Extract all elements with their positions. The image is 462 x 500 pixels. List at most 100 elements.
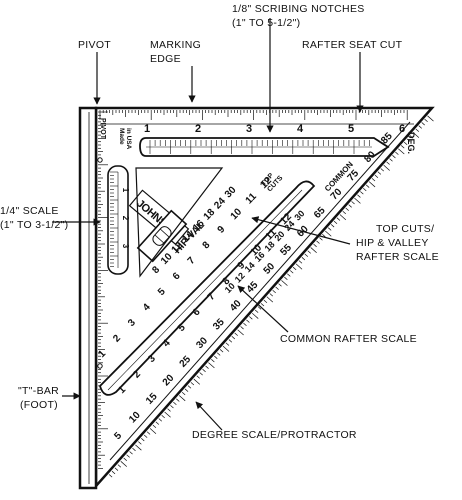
hyp-tick (173, 401, 177, 406)
hyp-tick (348, 204, 352, 208)
hyp-tick (368, 181, 376, 188)
hyp-tick (155, 421, 160, 425)
quarter-number: 1 (121, 188, 130, 193)
hyp-tick (398, 148, 405, 155)
hyp-tick (392, 155, 396, 159)
hyp-tick (424, 118, 428, 123)
top-ruler-ticks (99, 110, 408, 120)
hyp-tick (208, 362, 215, 369)
hyp-tick (252, 312, 259, 319)
common-rafter-scale-callout: COMMON RAFTER SCALE (280, 333, 417, 345)
slot-lower-number: 8 (221, 275, 233, 287)
hyp-tick (181, 391, 186, 396)
hyp-tick (190, 382, 195, 386)
pivot-hole (97, 157, 103, 163)
hyp-tick (108, 474, 113, 478)
hyp-tick (123, 457, 127, 461)
deg-label: DEG. (406, 132, 416, 154)
hyp-tick (406, 138, 411, 142)
hyp-tick (383, 164, 390, 171)
slot-lower-number: 5 (176, 322, 188, 334)
hyp-tick (357, 194, 361, 198)
degree-scale-baseline (109, 121, 411, 461)
hyp-tick (374, 174, 379, 178)
pivot-callout: PIVOT (78, 39, 111, 51)
hyp-tick (339, 214, 347, 221)
hyp-tick (202, 368, 206, 373)
hyp-tick (360, 191, 364, 195)
slot-upper-number: 6 (171, 270, 183, 282)
hyp-tick (234, 332, 238, 336)
t-bar-callout-line2: (FOOT) (20, 399, 58, 411)
hyp-tick (322, 234, 326, 238)
slot-upper-number: 5 (156, 286, 168, 298)
quarter-scale-callout-line2: (1" TO 3-1/2") (0, 219, 68, 231)
made-in-usa-line1: Made (118, 128, 125, 145)
marking-edge-callout-line2: EDGE (150, 53, 181, 65)
t-bar-callout-line1: "T"-BAR (18, 385, 59, 397)
hyp-tick (412, 132, 420, 138)
pivot-hole-2 (97, 363, 103, 369)
slot-lower-number: 2 (131, 369, 143, 381)
hyp-tick (237, 329, 244, 336)
slot-upper-number: 3 (126, 317, 138, 329)
hyp-tick (187, 385, 192, 389)
common-scale-number: 18 (263, 239, 277, 253)
hyp-tick (167, 408, 171, 412)
hyp-tick (295, 263, 303, 270)
hyp-tick (254, 309, 259, 313)
hyp-tick (421, 122, 425, 126)
hyp-tick (313, 243, 317, 248)
common-scale-number: 20 (272, 229, 286, 243)
hyp-tick (427, 115, 434, 122)
hyp-tick (395, 151, 399, 155)
hyp-tick (281, 280, 288, 286)
common-scale-number: 30 (292, 208, 306, 222)
hyp-tick (351, 201, 355, 205)
hyp-tick (418, 125, 422, 129)
t-bar-foot (78, 106, 98, 490)
hyp-tick (199, 372, 203, 376)
hyp-tick (365, 184, 370, 188)
inch-number: 5 (348, 123, 354, 135)
hyp-tick (275, 286, 279, 290)
quarter-number: 3 (121, 244, 130, 249)
pivot-engraving: PIVOT (99, 118, 106, 140)
hyp-tick (260, 303, 265, 307)
slot-lower-number: 6 (191, 306, 203, 318)
inch-number: 6 (399, 123, 405, 135)
inner-cutout (135, 167, 224, 278)
hyp-tick (363, 187, 367, 192)
quarter-scale-ticks (110, 171, 118, 267)
hyp-tick (333, 220, 338, 225)
hyp-tick (269, 293, 274, 297)
hyp-tick (342, 210, 347, 215)
slot-upper-number: 4 (141, 302, 153, 314)
hyp-tick (298, 260, 303, 264)
hyp-tick (304, 253, 309, 257)
hyp-tick (158, 418, 163, 422)
callout-leaders (52, 18, 364, 431)
hyp-tick (336, 217, 341, 221)
quarter-scale-callout-line1: 1/4" SCALE (0, 205, 59, 217)
hyp-tick (354, 197, 361, 204)
hyp-tick (316, 240, 320, 244)
hyp-tick (149, 428, 157, 434)
hyp-tick (146, 431, 151, 435)
hyp-tick (132, 447, 136, 452)
hyp-tick (292, 266, 297, 271)
hyp-tick (310, 247, 317, 254)
hyp-tick (278, 283, 282, 287)
slot-upper-number: 7 (186, 255, 198, 267)
hyp-tick (219, 349, 224, 353)
hyp-tick (272, 289, 276, 294)
hyp-tick (345, 207, 349, 211)
marking-edge-callout-line1: MARKING (150, 39, 201, 51)
hyp-tick (263, 299, 268, 304)
inch-number: 2 (195, 123, 201, 135)
hyp-tick (114, 467, 119, 471)
hyp-tick (193, 378, 201, 385)
hypotenuse-ticks (108, 115, 434, 478)
hyp-tick (377, 171, 382, 175)
